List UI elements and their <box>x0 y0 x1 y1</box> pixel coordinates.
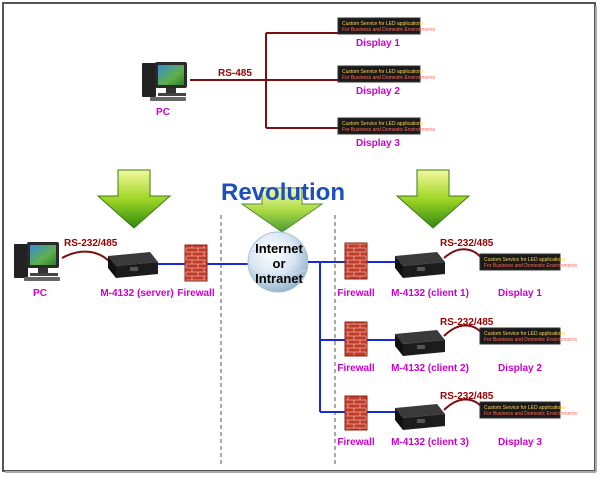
firewall-icon-client-3 <box>344 395 368 431</box>
led-display-client-3: Custom Service for LED applications For … <box>479 401 578 419</box>
down-arrow-right <box>395 169 471 229</box>
led-display-client-1: Custom Service for LED applications For … <box>479 253 578 271</box>
client-2-bus-label: RS-232/485 <box>440 317 494 328</box>
led-display-top-1: Custom Service for LED applications For … <box>337 17 436 35</box>
m4132-client-3-device <box>395 404 445 430</box>
firewall-label-client-3: Firewall <box>337 437 374 448</box>
display-3-label-bottom: Display 3 <box>498 437 542 448</box>
display-2-label-bottom: Display 2 <box>498 363 542 374</box>
internet-globe <box>247 231 309 293</box>
client-3-label: M-4132 (client 3) <box>391 437 469 448</box>
down-arrow-center <box>240 187 324 233</box>
svg-text:Custom Service for LED applica: Custom Service for LED applications <box>484 257 566 263</box>
rs485-label: RS-485 <box>218 68 252 79</box>
network-text-internet: Internet <box>255 241 303 256</box>
svg-text:Custom Service for LED applica: Custom Service for LED applications <box>342 121 424 127</box>
outer-frame <box>2 2 596 472</box>
down-arrow-left <box>96 169 172 229</box>
firewall-label-client-2: Firewall <box>337 363 374 374</box>
svg-text:For Business and Domestic Envi: For Business and Domestic Environments <box>484 411 578 417</box>
m4132-client-1-device <box>395 252 445 278</box>
svg-text:Custom Service for LED applica: Custom Service for LED applications <box>484 331 566 337</box>
led-display-top-2: Custom Service for LED applications For … <box>337 65 436 83</box>
server-bus-label: RS-232/485 <box>64 238 118 249</box>
svg-text:Custom Service for LED applica: Custom Service for LED applications <box>342 69 424 75</box>
led-display-top-3: Custom Service for LED applications For … <box>337 117 436 135</box>
firewall-icon-server <box>184 244 208 282</box>
client-1-bus-label: RS-232/485 <box>440 238 494 249</box>
revolution-heading: Revolution <box>221 179 345 206</box>
client-1-label: M-4132 (client 1) <box>391 288 469 299</box>
firewall-icon-client-2 <box>344 321 368 357</box>
led-display-client-2: Custom Service for LED applications For … <box>479 327 578 345</box>
display-3-label-top: Display 3 <box>356 138 400 149</box>
pc-icon-top <box>142 62 187 101</box>
display-1-label-top: Display 1 <box>356 38 400 49</box>
firewall-icon-client-1 <box>344 242 368 280</box>
client-2-label: M-4132 (client 2) <box>391 363 469 374</box>
display-1-label-bottom: Display 1 <box>498 288 542 299</box>
svg-text:For Business and Domestic Envi: For Business and Domestic Environments <box>342 127 436 133</box>
client-3-bus-label: RS-232/485 <box>440 391 494 402</box>
rs485-bus <box>190 32 338 129</box>
svg-text:For Business and Domestic Envi: For Business and Domestic Environments <box>342 75 436 81</box>
svg-text:For Business and Domestic Envi: For Business and Domestic Environments <box>342 27 436 33</box>
firewall-label-server: Firewall <box>177 288 214 299</box>
pc-icon-bottom <box>14 242 60 281</box>
svg-text:Custom Service for LED applica: Custom Service for LED applications <box>342 21 424 27</box>
server-label: M-4132 (server) <box>100 288 173 299</box>
m4132-server-device <box>108 252 158 278</box>
m4132-client-2-device <box>395 330 445 356</box>
pc-label-bottom: PC <box>33 288 47 299</box>
svg-text:For Business and Domestic Envi: For Business and Domestic Environments <box>484 337 578 343</box>
display-2-label-top: Display 2 <box>356 86 400 97</box>
pc-label-top: PC <box>156 107 170 118</box>
firewall-label-client-1: Firewall <box>337 288 374 299</box>
network-text-intranet: Intranet <box>255 271 303 286</box>
svg-text:For Business and Domestic Envi: For Business and Domestic Environments <box>484 263 578 269</box>
svg-text:Custom Service for LED applica: Custom Service for LED applications <box>484 405 566 411</box>
serial-cable-server <box>61 250 111 263</box>
network-text-or: or <box>273 256 286 271</box>
